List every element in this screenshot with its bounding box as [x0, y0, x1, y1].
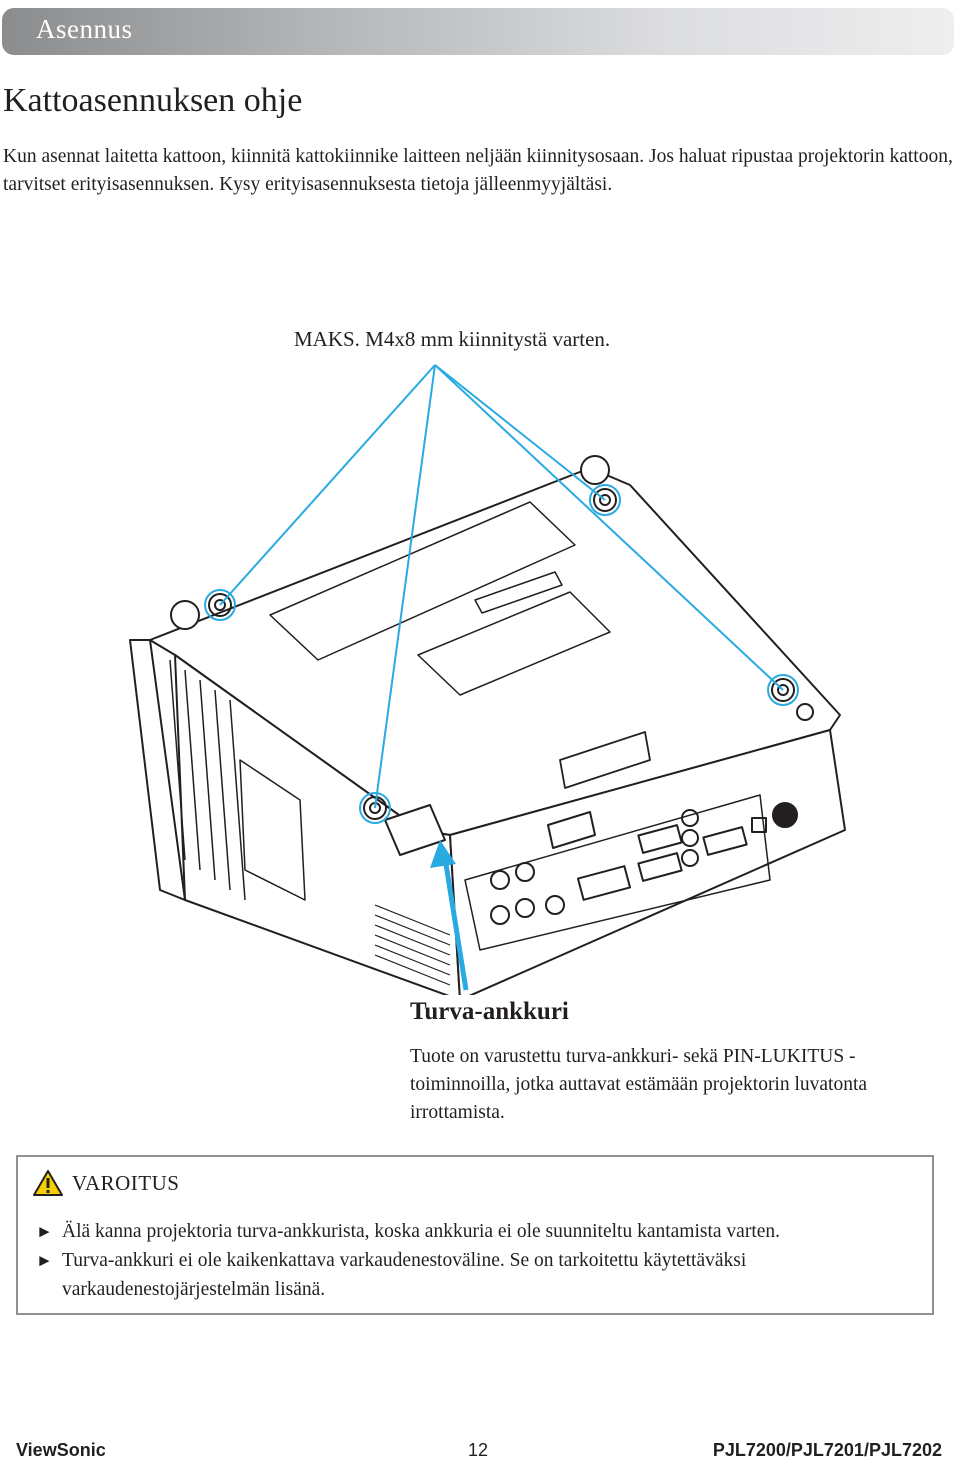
- security-anchor-text: Tuote on varustettu turva-ankkuri- sekä …: [410, 1046, 868, 1123]
- warning-item: ► Älä kanna projektoria turva-ankkurista…: [36, 1217, 926, 1246]
- intro-paragraph: Kun asennat laitetta kattoon, kiinnitä k…: [3, 146, 953, 195]
- security-anchor-title: Turva-ankkuri: [410, 998, 569, 1025]
- warning-list: ► Älä kanna projektoria turva-ankkurista…: [36, 1217, 926, 1304]
- warning-item-text: Turva-ankkuri ei ole kaikenkattava varka…: [62, 1250, 747, 1300]
- footer-model: PJL7200/PJL7201/PJL7202: [712, 1440, 942, 1460]
- warning-box: VAROITUS ► Älä kanna projektoria turva-a…: [16, 1155, 934, 1315]
- warning-label: VAROITUS: [72, 1170, 180, 1195]
- warning-heading: VAROITUS: [32, 1169, 179, 1197]
- warning-triangle-icon: [33, 1170, 63, 1196]
- page-number: 12: [468, 1440, 489, 1460]
- warning-item-text: Älä kanna projektoria turva-ankkurista, …: [62, 1221, 781, 1242]
- triangle-bullet-icon: ►: [36, 1222, 53, 1241]
- triangle-bullet-icon: ►: [36, 1251, 53, 1270]
- footer-brand: ViewSonic: [16, 1440, 106, 1460]
- page-title: Kattoasennuksen ohje: [3, 82, 303, 119]
- mount-screw-callout: MAKS. M4x8 mm kiinnitystä varten.: [294, 327, 611, 351]
- section-header-bar: [2, 8, 954, 55]
- projector-diagram: [129, 364, 846, 995]
- warning-item: ► Turva-ankkuri ei ole kaikenkattava var…: [36, 1246, 926, 1304]
- section-title: Asennus: [36, 14, 133, 44]
